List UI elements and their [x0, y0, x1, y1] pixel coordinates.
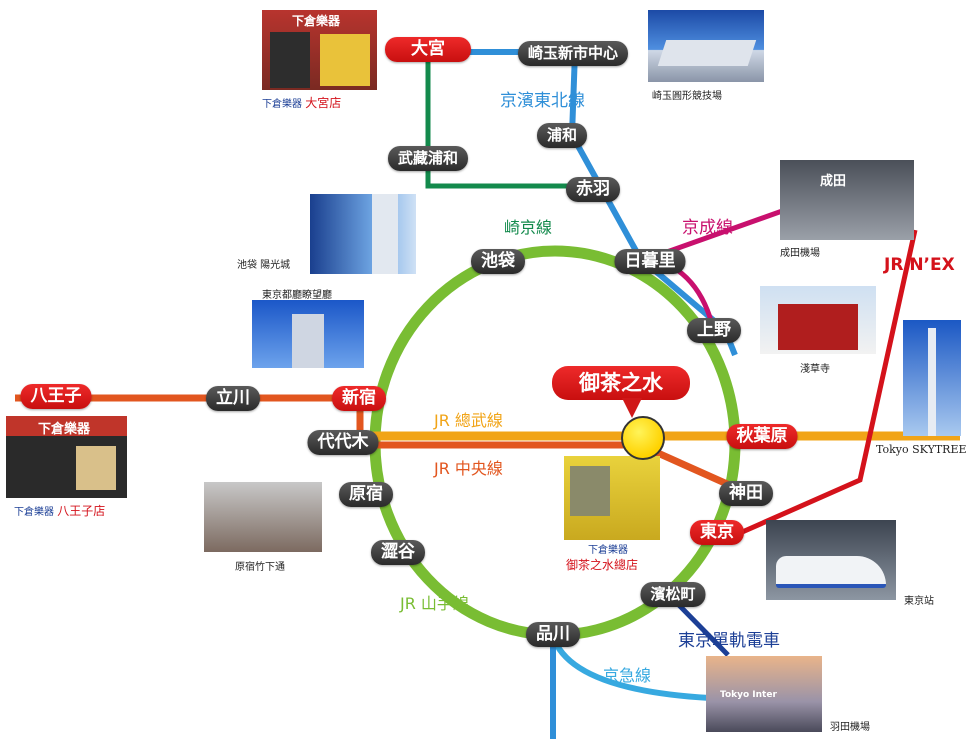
haneda-caption: 羽田機場 — [830, 722, 870, 733]
haneda-photo: Tokyo Inter — [706, 656, 822, 732]
yamanote-label: JR 山手線 — [400, 594, 469, 613]
keihin-tohoku-label: 京濱東北線 — [500, 91, 585, 111]
station-shibuya[interactable]: 澀谷 — [371, 540, 425, 565]
tokyo-station-caption: 東京站 — [904, 596, 934, 607]
tocho-caption: 東京都廳瞭望廳 — [262, 290, 332, 301]
keisei-label: 京成線 — [682, 218, 733, 238]
ochanomizu-callout[interactable]: 御茶之水 — [552, 366, 690, 400]
tokyo-station-photo — [766, 520, 896, 600]
chuo-label: JR 中央線 — [434, 459, 503, 478]
ocha-store-caption: 下倉樂器 御茶之水總店 — [566, 545, 639, 572]
station-ueno[interactable]: 上野 — [687, 318, 741, 343]
keikyu-line — [550, 634, 711, 701]
narita-photo: 成田 — [780, 160, 914, 240]
station-omiya[interactable]: 大宮 — [385, 37, 471, 62]
station-tokyo[interactable]: 東京 — [690, 520, 744, 545]
sensoji-photo — [760, 286, 876, 354]
sensoji-caption: 淺草寺 — [800, 364, 830, 375]
keikyu-label: 京急線 — [603, 666, 652, 685]
station-shinjuku[interactable]: 新宿 — [332, 386, 386, 411]
sobu-label: JR 總武線 — [434, 411, 503, 430]
nex-label: JR N’EX — [884, 255, 955, 275]
station-urawa[interactable]: 浦和 — [536, 123, 588, 148]
omiya-store-photo: 下倉樂器 — [262, 10, 377, 90]
station-shinagawa[interactable]: 品川 — [526, 622, 580, 647]
station-harajuku[interactable]: 原宿 — [339, 482, 393, 507]
hachioji-store-sign: 下倉樂器 — [38, 422, 91, 437]
monorail-label: 東京單軌電車 — [678, 631, 780, 651]
station-hachioji[interactable]: 八王子 — [20, 384, 92, 409]
ocha-store-photo — [564, 456, 660, 540]
hachioji-store-caption: 下倉樂器 八王子店 — [14, 504, 106, 518]
skytree-caption: Tokyo SKYTREE — [876, 443, 967, 456]
saikyo-line — [425, 50, 593, 189]
station-ikebukuro[interactable]: 池袋 — [471, 249, 525, 274]
sunshine-caption: 池袋 陽光城 — [237, 260, 291, 271]
omiya-store-caption: 下倉樂器 大宮店 — [262, 96, 342, 110]
omiya-store-sign: 下倉樂器 — [292, 14, 341, 28]
monorail-line — [670, 596, 730, 657]
station-hamamatsucho[interactable]: 濱松町 — [640, 582, 706, 607]
station-tachikawa[interactable]: 立川 — [206, 386, 260, 411]
station-kanda[interactable]: 神田 — [719, 481, 773, 506]
station-akihabara[interactable]: 秋葉原 — [726, 424, 798, 449]
station-saitama-shintoshin[interactable]: 崎玉新市中心 — [517, 41, 629, 66]
ochanomizu-marker[interactable] — [621, 416, 665, 460]
narita-caption: 成田機場 — [780, 248, 820, 259]
takeshita-photo — [204, 482, 322, 552]
station-nippori[interactable]: 日暮里 — [614, 249, 686, 274]
saitama-arena-caption: 崎玉圓形競技場 — [652, 91, 722, 102]
hachioji-store-photo: 下倉樂器 — [6, 416, 127, 498]
takeshita-caption: 原宿竹下通 — [235, 562, 285, 573]
saikyo-label: 崎京線 — [504, 218, 553, 237]
tocho-photo — [252, 300, 364, 368]
narita-sign: 成田 — [820, 174, 847, 189]
nex-line — [738, 229, 918, 536]
skytree-photo — [903, 320, 961, 436]
callout-pointer — [622, 398, 642, 418]
haneda-sign: Tokyo Inter — [720, 690, 777, 700]
saitama-arena-photo — [648, 10, 764, 82]
station-akabane[interactable]: 赤羽 — [566, 177, 620, 202]
sunshine-photo — [310, 194, 416, 274]
station-musashi-urawa[interactable]: 武藏浦和 — [387, 146, 469, 171]
station-yoyogi[interactable]: 代代木 — [307, 430, 379, 455]
